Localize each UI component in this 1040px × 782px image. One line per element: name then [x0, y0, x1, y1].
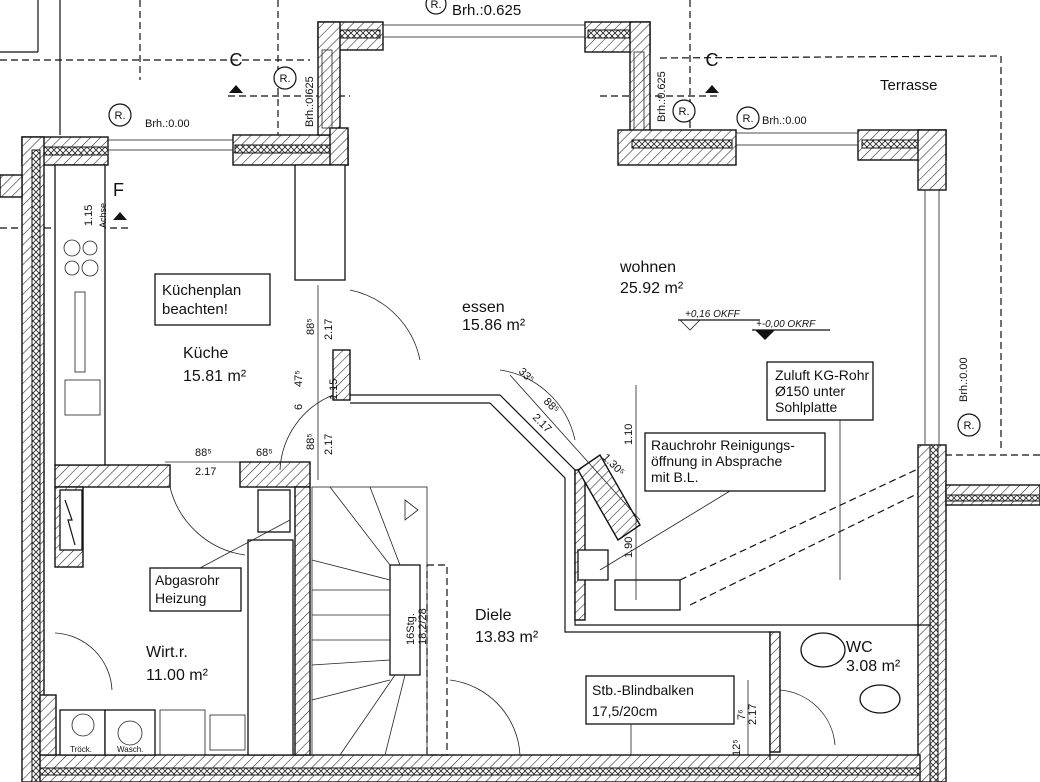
svg-text:Sohlplatte: Sohlplatte	[775, 399, 837, 415]
svg-text:R.: R.	[280, 73, 291, 85]
section-triangle-icon	[113, 212, 127, 220]
svg-text:33⁵: 33⁵	[516, 366, 536, 386]
section-f-label: F	[113, 180, 124, 200]
utility-appliances	[59, 489, 291, 756]
left-bay-sill-label: Brh.:0.625	[304, 76, 316, 127]
svg-text:47⁵: 47⁵	[293, 370, 305, 387]
svg-text:2.17: 2.17	[747, 704, 759, 725]
beam-note: Stb.-Blindbalken	[592, 682, 694, 698]
kitchen-area: 15.81 m²	[183, 368, 247, 385]
svg-text:R.: R.	[743, 113, 754, 125]
svg-text:beachten!: beachten!	[162, 301, 228, 318]
svg-text:88⁵: 88⁵	[305, 318, 317, 335]
air-supply-note: Zuluft KG-Rohr	[775, 367, 869, 383]
stairs-ratio: 18,2/28	[417, 608, 429, 645]
utility-name: Wirt.r.	[146, 644, 188, 661]
svg-text:1.90: 1.90	[623, 537, 635, 558]
dimension-lines: 88⁵ 2.17 68⁵ 88⁵ 2.17 47⁵ 6 1.15 88⁵ 2.1…	[165, 285, 759, 756]
level-okff: +0,16 OKFF	[685, 309, 741, 320]
dining-area: 15.86 m²	[462, 317, 526, 334]
r-marker-icon	[425, 0, 447, 15]
kitchen-name: Küche	[183, 345, 228, 362]
svg-text:17,5/20cm: 17,5/20cm	[592, 703, 657, 719]
interior-walls	[39, 164, 930, 760]
section-c-right: C	[706, 50, 719, 70]
svg-text:12⁵: 12⁵	[731, 739, 743, 756]
windows	[107, 24, 940, 446]
door-swings	[54, 289, 836, 756]
hall-area: 13.83 m²	[475, 629, 539, 646]
top-sill-label: Brh.:0.625	[452, 2, 521, 19]
level-okrf: +-0,00 OKRF	[756, 319, 816, 330]
svg-text:R.: R.	[431, 0, 442, 11]
svg-text:R.: R.	[679, 106, 690, 118]
r-marker-icon	[957, 413, 981, 437]
utility-area: 11.00 m²	[146, 667, 209, 684]
svg-text:2.17: 2.17	[195, 466, 216, 478]
svg-text:2.17: 2.17	[323, 434, 335, 455]
svg-text:R.: R.	[115, 110, 126, 122]
svg-text:R.: R.	[964, 420, 975, 432]
section-c-left: C	[230, 50, 243, 70]
svg-text:2.17: 2.17	[323, 319, 335, 340]
living-name: wohnen	[619, 259, 676, 276]
kitchen-plan-note: Küchenplan	[162, 282, 241, 299]
svg-text:68⁵: 68⁵	[256, 447, 273, 459]
r-marker-icon	[736, 106, 760, 130]
exhaust-note: Abgasrohr	[155, 572, 220, 588]
wc-fixtures	[800, 632, 901, 714]
hall-name: Diele	[475, 607, 512, 624]
right-bay-sill-label: Brh.:0.625	[656, 71, 668, 122]
r-marker-icon	[273, 66, 297, 90]
svg-text:Ø150 unter: Ø150 unter	[775, 383, 845, 399]
wc-area: 3.08 m²	[846, 658, 901, 675]
svg-text:1.15: 1.15	[83, 205, 95, 226]
svg-text:6: 6	[293, 404, 305, 410]
svg-text:88⁵: 88⁵	[195, 447, 212, 459]
living-area: 25.92 m²	[620, 280, 684, 297]
r-marker-icon	[672, 99, 696, 123]
washer-label: Wasch.	[117, 745, 143, 754]
wc-name: WC	[846, 639, 873, 656]
svg-text:2.17: 2.17	[530, 412, 554, 436]
section-triangle-icon	[705, 85, 719, 93]
svg-text:7⁶: 7⁶	[736, 709, 748, 720]
section-triangle-icon	[229, 85, 243, 93]
svg-text:Heizung: Heizung	[155, 590, 206, 606]
kitchen-counter	[54, 164, 106, 466]
svg-text:88⁵: 88⁵	[305, 433, 317, 450]
living-window-sill-label: Brh.:0.00	[762, 115, 807, 127]
svg-text:1.10: 1.10	[623, 424, 635, 445]
kitchen-window-sill-label: Brh.:0.00	[145, 118, 190, 130]
right-window-sill-label: Brh.:0.00	[958, 357, 970, 402]
svg-text:1.15: 1.15	[328, 379, 340, 400]
dryer-label: Tröck.	[70, 745, 92, 754]
dining-name: essen	[462, 299, 505, 316]
svg-text:öffnung in Absprache: öffnung in Absprache	[651, 453, 783, 469]
svg-text:mit B.L.: mit B.L.	[651, 469, 698, 485]
r-marker-icon	[108, 103, 132, 127]
staircase	[311, 486, 448, 756]
terrace-label: Terrasse	[880, 77, 938, 94]
stairs-count: 16Stg.	[405, 613, 417, 645]
flue-cleaning-note: Rauchrohr Reinigungs-	[651, 437, 795, 453]
svg-text:Achse: Achse	[98, 203, 108, 228]
